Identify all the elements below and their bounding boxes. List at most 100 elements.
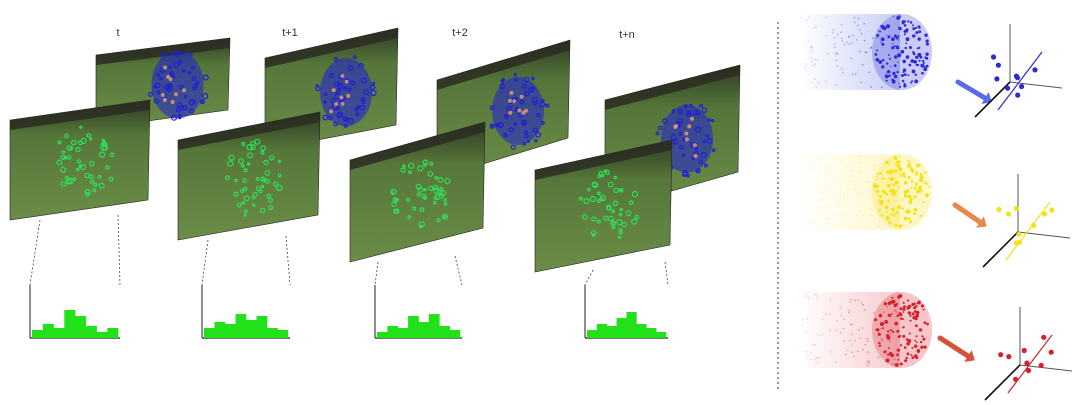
point-cloud-tube [799, 154, 932, 230]
blue-outline-figure [148, 50, 209, 121]
histogram-bar [204, 328, 215, 338]
feature-point [1032, 67, 1038, 73]
histogram-bar [267, 328, 278, 338]
histogram-bar [656, 332, 667, 338]
frame-background-strip [605, 65, 740, 110]
frame-label-t: t [116, 27, 119, 39]
histogram-2 [374, 255, 463, 339]
green-outline-figure [390, 159, 451, 229]
histogram-bar [428, 314, 440, 338]
frame-background-strip [96, 38, 230, 65]
feature-point [1049, 207, 1055, 213]
feature-point [1006, 354, 1012, 360]
feature-point [1015, 92, 1021, 98]
fitted-plane-line [1005, 201, 1051, 261]
green-outline-figure [224, 138, 283, 217]
histogram-bar [449, 330, 461, 338]
feature-space-axes [984, 307, 1073, 401]
histogram-0 [29, 214, 121, 339]
zoom-connector-left [29, 219, 41, 286]
histogram-bar [214, 322, 226, 338]
frame-background-strip [350, 122, 485, 170]
feature-space-axes [982, 174, 1071, 268]
blue-outline-figure [315, 55, 377, 128]
green-outline-figure [56, 125, 115, 197]
feature-point [1038, 362, 1044, 368]
zoom-connector-left [584, 269, 594, 286]
histogram-bar [85, 326, 97, 338]
feature-point [990, 54, 997, 60]
feature-point [1013, 73, 1020, 79]
cluster-panels [799, 14, 1073, 401]
feature-point [1041, 334, 1047, 340]
histogram-bar [277, 330, 289, 338]
zoom-connector-right [285, 235, 291, 286]
feature-point [1005, 85, 1011, 91]
zoom-connector-right [454, 255, 463, 286]
histogram-bar [107, 328, 119, 338]
histogram-bar [32, 330, 44, 338]
feature-point [1017, 239, 1023, 245]
histogram-bar [616, 318, 627, 338]
feature-point [1019, 83, 1025, 90]
frame-label-tn: t+n [619, 29, 635, 41]
feature-space-axes [974, 24, 1063, 118]
blue-outline-figure [489, 72, 550, 150]
histogram-bar [408, 316, 419, 338]
fitted-plane-line [997, 51, 1043, 111]
frame-1-front [177, 111, 321, 241]
histogram-bar [377, 332, 388, 338]
frame-image [534, 139, 673, 273]
feature-point [1013, 205, 1020, 212]
feature-point [1025, 367, 1032, 374]
video-frames [9, 27, 741, 273]
transform-arrow [955, 79, 992, 105]
frame-background-strip [437, 40, 570, 90]
histogram-bar [53, 328, 65, 338]
green-outline-figure [578, 169, 640, 239]
yellow-cluster [799, 154, 1071, 268]
frame-background-strip [265, 28, 398, 68]
histogram-bar [418, 322, 430, 338]
point-cloud-tube [800, 14, 932, 90]
point-cloud-tube [800, 292, 932, 368]
feature-point [1005, 211, 1012, 217]
feature-point [995, 62, 1002, 68]
zoom-connector-right [664, 261, 669, 286]
feature-point [998, 352, 1004, 358]
feature-point [996, 206, 1002, 213]
zoom-connector-right [117, 214, 121, 286]
feature-point [1013, 376, 1019, 382]
transform-arrow [952, 202, 987, 228]
histogram-bar [387, 326, 399, 338]
histogram-bar [646, 328, 657, 338]
fitted-plane-line [1007, 334, 1053, 394]
histogram-bar [64, 310, 76, 338]
histogram-bar [42, 324, 54, 338]
feature-point [994, 76, 1000, 82]
transform-arrow [937, 335, 975, 362]
frame-3-front [534, 139, 673, 273]
frame-background-strip [10, 100, 150, 130]
histogram-bar [606, 326, 617, 338]
feature-point [1048, 349, 1054, 355]
histogram-1 [201, 235, 291, 339]
red-cluster [800, 292, 1073, 401]
cluster-cross-section [872, 292, 932, 368]
frame-0-front [9, 99, 151, 221]
histogram-bar [439, 326, 450, 338]
histogram-bar [235, 314, 247, 338]
histogram-bar [225, 324, 236, 338]
histogram-bar [75, 316, 87, 338]
blue-cluster [800, 14, 1063, 118]
feature-point [1042, 211, 1048, 217]
histogram-bar [256, 316, 268, 338]
frame-3-back [604, 64, 741, 211]
frame-label-t1: t+1 [282, 27, 298, 39]
feature-point [1031, 222, 1037, 229]
zoom-connector-left [374, 261, 379, 286]
frame-label-t2: t+2 [452, 27, 468, 39]
feature-point [1024, 360, 1030, 366]
histogram-3 [584, 261, 669, 339]
